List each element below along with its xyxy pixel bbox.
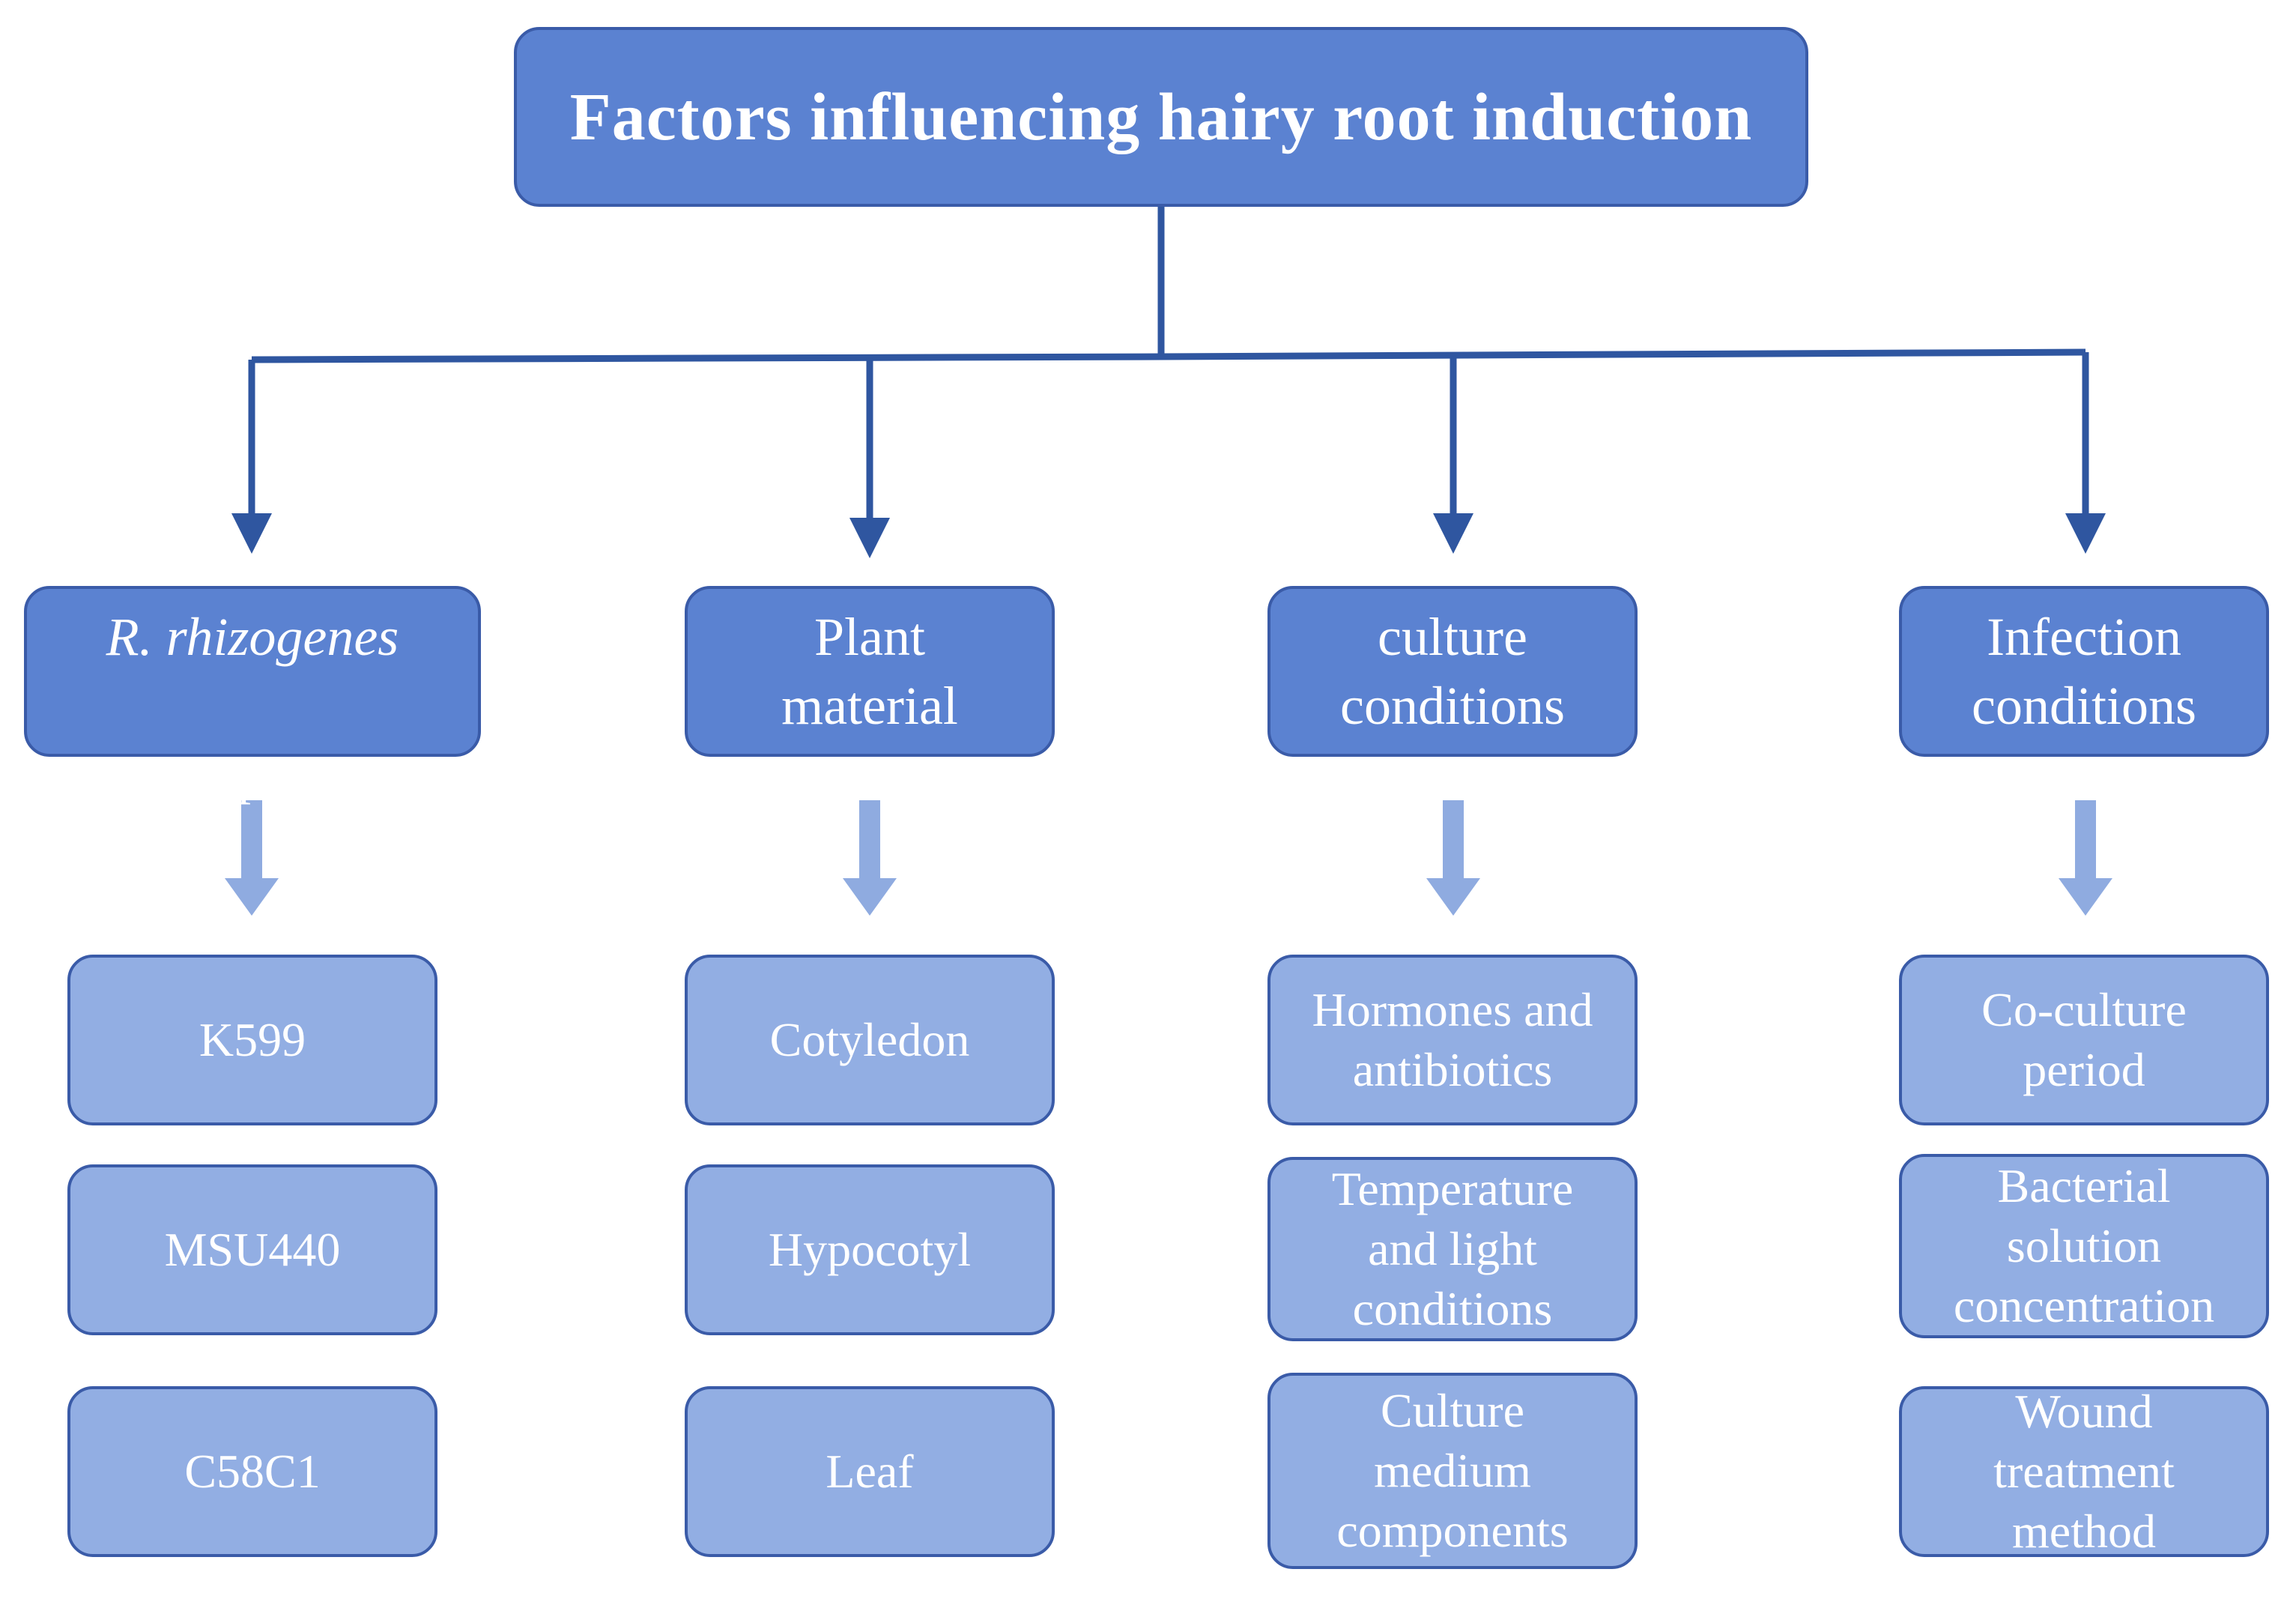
item-box: Cotyledon: [685, 955, 1055, 1125]
item-label: Culture medium components: [1336, 1384, 1569, 1557]
item-label: Hormones and antibiotics: [1312, 983, 1593, 1096]
item-label: Leaf: [826, 1445, 914, 1498]
item-box: Culture medium components: [1267, 1373, 1638, 1569]
item-box: Hypocotyl: [685, 1164, 1055, 1335]
item-box: Hormones and antibiotics: [1267, 955, 1638, 1125]
item-box: Wound treatment method: [1899, 1385, 2269, 1558]
item-box: MSU440: [67, 1164, 437, 1335]
item-label: Temperature and light conditions: [1331, 1162, 1574, 1335]
down-arrow-2: [843, 800, 897, 916]
item-box: K599: [67, 955, 437, 1125]
item-label: Co-culture period: [1981, 983, 2187, 1096]
category-label: Infection conditions: [1972, 607, 2196, 736]
down-arrow-1: [225, 800, 279, 916]
diagram-title: Factors influencing hairy root induction: [569, 79, 1753, 154]
item-label: Hypocotyl: [768, 1223, 972, 1276]
item-label: C58C1: [184, 1445, 321, 1498]
diagram-title-box: Factors influencing hairy root induction: [514, 27, 1808, 207]
item-box: Co-culture period: [1899, 955, 2269, 1125]
item-box: Bacterial solution concentration: [1899, 1154, 2269, 1338]
category-label: culture conditions: [1340, 607, 1565, 736]
category-box-culture-conditions: culture conditions: [1267, 586, 1638, 757]
item-box: C58C1: [67, 1386, 437, 1557]
item-label: Bacterial solution concentration: [1953, 1159, 2215, 1332]
item-label: K599: [199, 1013, 306, 1066]
down-arrow-4: [2059, 800, 2112, 916]
category-box-infection-conditions: Infection conditions: [1899, 586, 2269, 757]
category-box-rhizogenes: R. rhizogenes types: [24, 586, 481, 805]
down-arrow-3: [1426, 800, 1480, 916]
category-label-rest: types: [196, 745, 309, 805]
category-label-italic: R. rhizogenes: [106, 607, 399, 667]
item-box: Temperature and light conditions: [1267, 1157, 1638, 1341]
category-label: Plant material: [781, 607, 958, 736]
category-label: R. rhizogenes types: [106, 534, 399, 809]
branch-bar: [251, 348, 2086, 363]
item-label: Cotyledon: [769, 1013, 970, 1066]
item-label: MSU440: [164, 1223, 341, 1276]
item-box: Leaf: [685, 1386, 1055, 1557]
item-label: Wound treatment method: [1993, 1385, 2175, 1558]
category-box-plant-material: Plant material: [685, 586, 1055, 757]
